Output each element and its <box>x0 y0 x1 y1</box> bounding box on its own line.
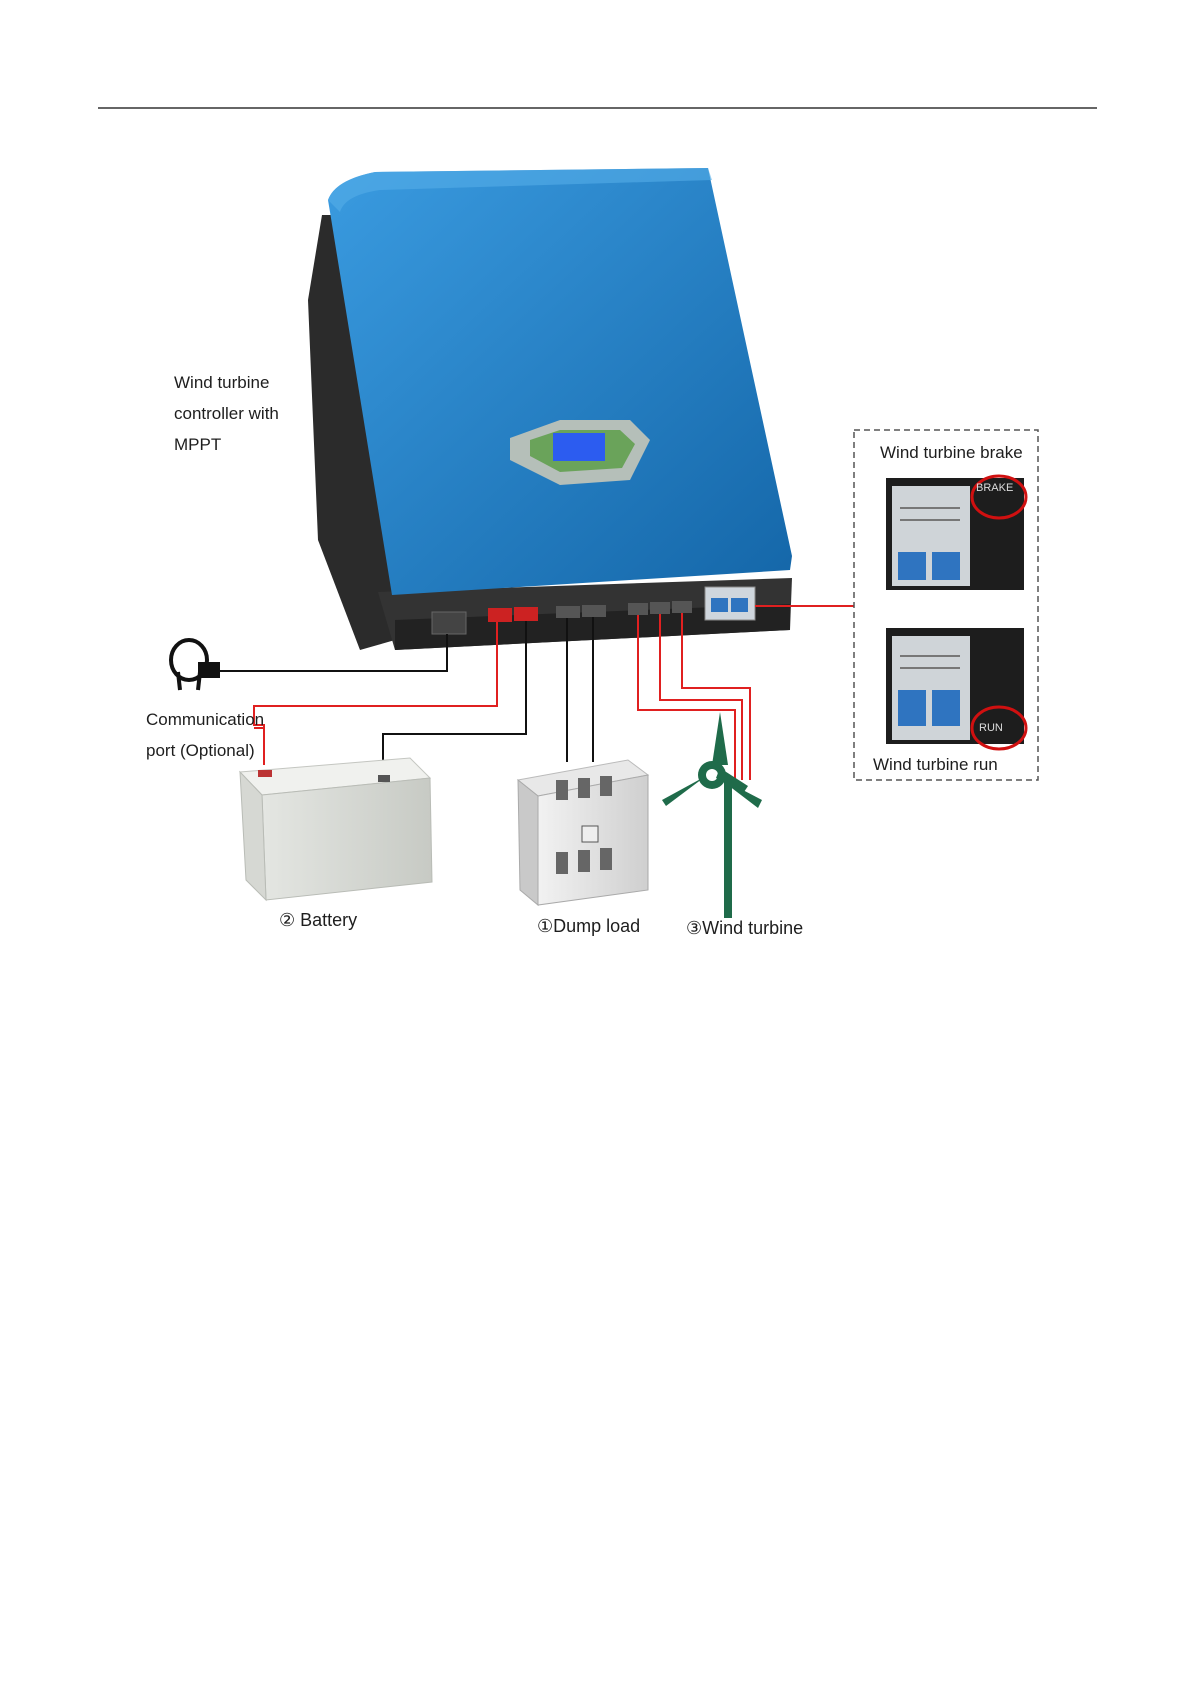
battery-terminal-pos <box>488 608 512 622</box>
dump-terminal-2 <box>582 605 606 617</box>
controller-label-line2: controller with <box>174 398 279 429</box>
breaker-photo-run <box>886 628 1024 744</box>
comm-port-label-line1: Communication <box>146 704 264 735</box>
brake-label: Wind turbine brake <box>880 443 1023 463</box>
run-tag: RUN <box>979 722 1003 734</box>
controller-label-line3: MPPT <box>174 429 279 460</box>
turbine-terminal-3 <box>672 601 692 613</box>
mppt-controller <box>308 168 792 650</box>
lcd-screen <box>553 433 605 461</box>
dump-terminal-1 <box>556 606 580 618</box>
dump-load-label: ①Dump load <box>537 916 640 937</box>
comm-port-label: Communication port (Optional) <box>146 704 264 766</box>
dump-load-icon <box>518 760 648 905</box>
breaker-photo-brake <box>886 478 1024 590</box>
communication-connector-icon <box>171 640 218 690</box>
comm-port <box>432 612 466 634</box>
comm-port-label-line2: port (Optional) <box>146 735 264 766</box>
controller-label: Wind turbine controller with MPPT <box>174 367 279 460</box>
battery-label: ② Battery <box>279 910 357 931</box>
controller-label-line1: Wind turbine <box>174 367 279 398</box>
brake-tag: BRAKE <box>976 482 1013 494</box>
battery-terminal-neg <box>514 607 538 621</box>
turbine-terminal-1 <box>628 603 648 615</box>
wind-turbine-icon <box>662 712 762 918</box>
wind-turbine-label: ③Wind turbine <box>686 918 803 939</box>
turbine-terminal-2 <box>650 602 670 614</box>
run-label: Wind turbine run <box>873 755 998 775</box>
battery-icon <box>240 758 432 900</box>
